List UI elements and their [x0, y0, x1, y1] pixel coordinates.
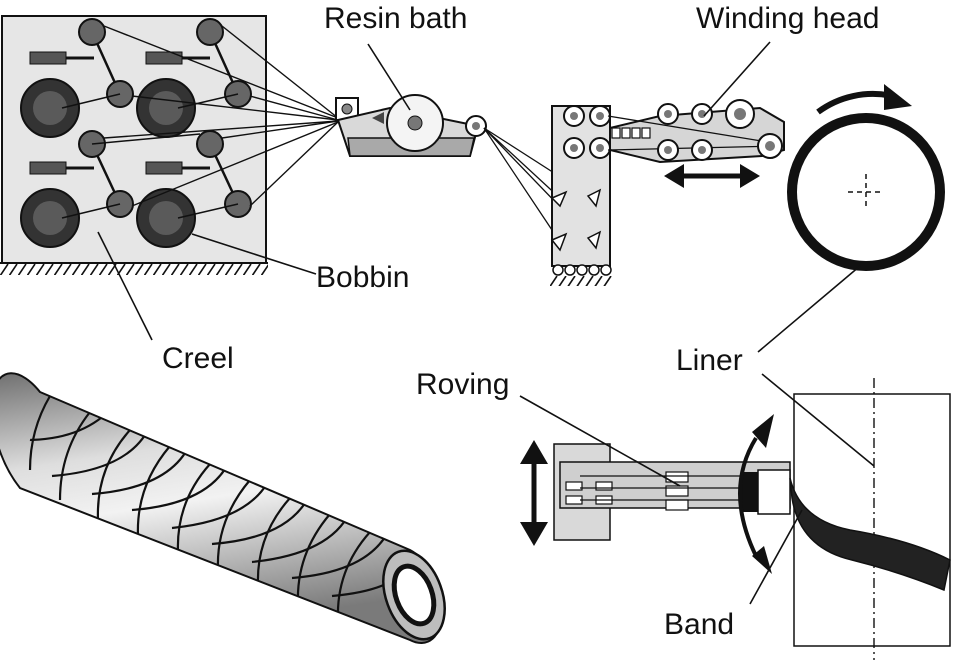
rotation-arrow-icon [816, 91, 893, 115]
resin-bath [335, 94, 487, 157]
wound-tube [0, 372, 446, 644]
label-resin-bath: Resin bath [324, 2, 467, 35]
creel-ground-hatch [0, 263, 268, 275]
traverse-arrow-icon [664, 164, 760, 188]
guide-tower [550, 105, 612, 286]
fiber-paths [103, 25, 339, 207]
mandrel [787, 84, 945, 271]
label-creel: Creel [162, 342, 234, 375]
band [789, 477, 951, 592]
vertical-traverse-arrow-icon [520, 440, 548, 546]
label-bobbin: Bobbin [316, 261, 409, 294]
band-detail [520, 378, 951, 660]
label-roving: Roving [416, 368, 509, 401]
comb [611, 127, 651, 139]
label-winding-head: Winding head [696, 2, 879, 35]
bobbin-unit [136, 18, 252, 138]
label-band: Band [664, 608, 734, 641]
label-liner: Liner [676, 344, 743, 377]
leader-lines [97, 41, 875, 605]
creel-fibers [61, 93, 239, 219]
creel [0, 15, 268, 275]
winding-head [607, 99, 785, 188]
rotation-arc-arrow-icon [738, 414, 774, 574]
